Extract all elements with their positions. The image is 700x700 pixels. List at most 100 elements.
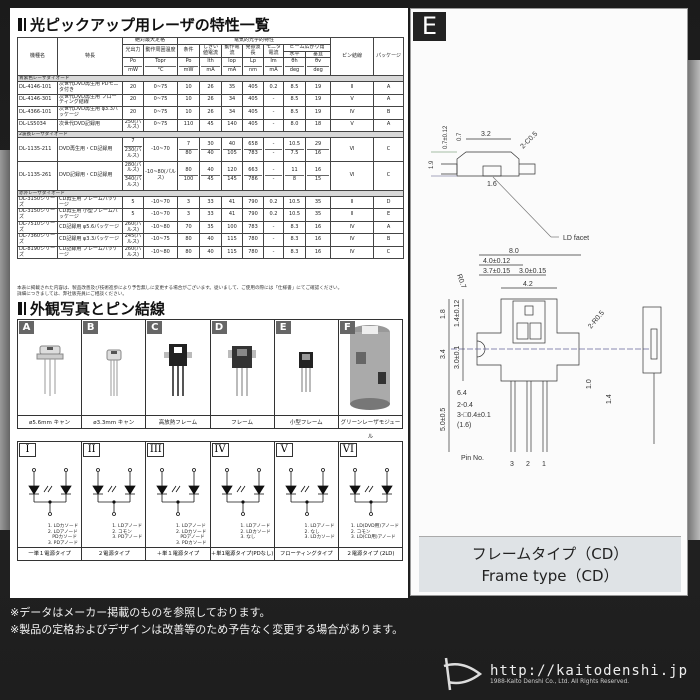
pin-type-label: ２電源タイプ (2LD) — [338, 547, 403, 560]
drawing-panel: E 3.2 2-C0.5 0.7±0.12 0.7 1.9 1.6 LD fac… — [410, 8, 688, 596]
unit: deg — [307, 66, 330, 74]
value-cell: 780 — [242, 233, 265, 247]
value-cell: -10~70 — [142, 195, 179, 210]
heading-bars-icon — [18, 302, 26, 315]
model-cell: DL-1135-261 — [17, 160, 58, 191]
value-cell: VI — [330, 160, 375, 191]
package-label: グリーンレーザモジュール — [338, 415, 403, 440]
value-cell: -- — [263, 160, 285, 191]
symbol: θh — [291, 58, 298, 65]
feature-cell: DVD記録用・CD記録用 — [57, 160, 123, 191]
value-cell: 140 — [221, 118, 244, 133]
value-cell: 18 — [305, 118, 332, 133]
feature-cell: CD記録用 φ3.3パッケージ — [57, 233, 123, 247]
sub-value: 105 — [223, 148, 242, 158]
unit: mA — [265, 66, 283, 74]
value-cell: 35 — [305, 195, 332, 210]
value-cell: 0~75 — [142, 93, 179, 108]
pin-type-numeral: VI — [339, 443, 357, 457]
value-cell: 10 — [177, 93, 201, 108]
value-cell: A — [373, 118, 405, 133]
value-cell: 5 — [122, 208, 144, 222]
value-cell: V — [330, 118, 375, 133]
brand-logo[interactable]: http://kaitodenshi.jp 1988-Kaito Denshi … — [440, 656, 688, 692]
pin-number: 3 — [510, 461, 514, 468]
model-cell: DL-4146-301 — [17, 93, 58, 108]
value-cell: 115 — [221, 245, 244, 260]
dim-label: 1.6 — [487, 181, 497, 188]
value-cell: 3 — [177, 208, 201, 222]
value-cell: 19 — [305, 93, 332, 108]
package-letter: F — [339, 321, 355, 334]
footer-note: ※製品の定格およびデザインは改善等のため予告なく変更する場合があります。 — [10, 623, 404, 636]
value-cell: 40 — [199, 233, 223, 247]
value-cell: IV — [330, 245, 375, 260]
symbol: Topr — [155, 58, 166, 65]
model-cell: DL-4146-101 — [17, 81, 58, 95]
col-header: 光出力 — [122, 43, 144, 59]
value-cell: 80 — [177, 233, 201, 247]
category-label: 2波長レーザダイオード — [16, 131, 405, 139]
value-cell: II — [330, 208, 375, 222]
pin-type-label: ＋単1電源タイプ(PDなし) — [210, 547, 274, 560]
value-cell: 20 — [122, 106, 144, 120]
dim-label: 4.2 — [523, 281, 533, 288]
value-cell: -10~75 — [142, 233, 179, 247]
value-cell: 245(パルス) — [122, 233, 144, 247]
value-cell: 35 — [221, 81, 244, 95]
pin-type-numeral: IV — [211, 443, 229, 457]
col-symbol-unit: Topr°C — [142, 57, 179, 76]
category-row: 青紫色レーザダイオード — [16, 74, 405, 83]
col-header-pin: ピン結線 — [330, 37, 375, 76]
value-cell: - — [263, 93, 285, 108]
feature-cell: DVD再生用・CD記録用 — [57, 137, 123, 162]
category-row: 2波長レーザダイオード — [16, 131, 405, 139]
sub-value: 29 — [314, 141, 322, 148]
dim-label: 5.0±0.5 — [440, 408, 447, 431]
value-cell: 70 — [177, 220, 201, 235]
dim-label: 3-□0.4±0.1 — [457, 412, 491, 419]
table-note: 本表に掲載された内容は、製品改善及び技術進歩により予告無しに変更する場合がござい… — [17, 286, 342, 299]
site-url-link[interactable]: http://kaitodenshi.jp — [490, 663, 689, 679]
pin-type-numeral: II — [83, 443, 101, 457]
col-group-electrical: 電気的光学的特性 — [177, 37, 332, 45]
value-cell: B — [373, 233, 405, 247]
col-header: 動作周囲温度 — [142, 43, 179, 59]
pin-number: 1 — [542, 461, 546, 468]
value-cell: 16 — [305, 220, 332, 235]
model-cell: DL-3150シリーズ — [17, 195, 58, 210]
sub-value: 30 — [207, 141, 214, 148]
pin-assignment: 1. LD(DVD用)アノード 2. コモン 3. LD(CD用)アノード — [350, 524, 400, 541]
section-title-packages: 外観写真とピン結線 — [18, 298, 165, 319]
sub-value: 7 — [131, 138, 135, 145]
section-title-specs: 光ピックアップ用レーザの特性一覧 — [18, 14, 270, 35]
value-cell: -10~80 — [142, 220, 179, 235]
symbol: Lp — [250, 58, 256, 65]
feature-cell: CD記録用 φ5.6パッケージ — [57, 220, 123, 235]
dim-label: (1.6) — [457, 422, 471, 429]
sub-value: 783 — [244, 148, 263, 158]
value-cell: 10.5 — [283, 208, 307, 222]
pin-no-label: Pin No. — [461, 455, 484, 462]
copyright-text: 1988-Kaito Denshi Co., Ltd. All Rights R… — [490, 679, 630, 685]
value-cell: 0.2 — [263, 81, 285, 95]
value-cell: 26 — [199, 106, 223, 120]
unit: deg — [285, 66, 305, 74]
value-cell: 80 — [177, 245, 201, 260]
unit: °C — [145, 66, 177, 74]
package-letter: E — [275, 321, 291, 334]
sub-value: 40 — [207, 167, 214, 174]
value-cell: 8.5 — [283, 93, 307, 108]
